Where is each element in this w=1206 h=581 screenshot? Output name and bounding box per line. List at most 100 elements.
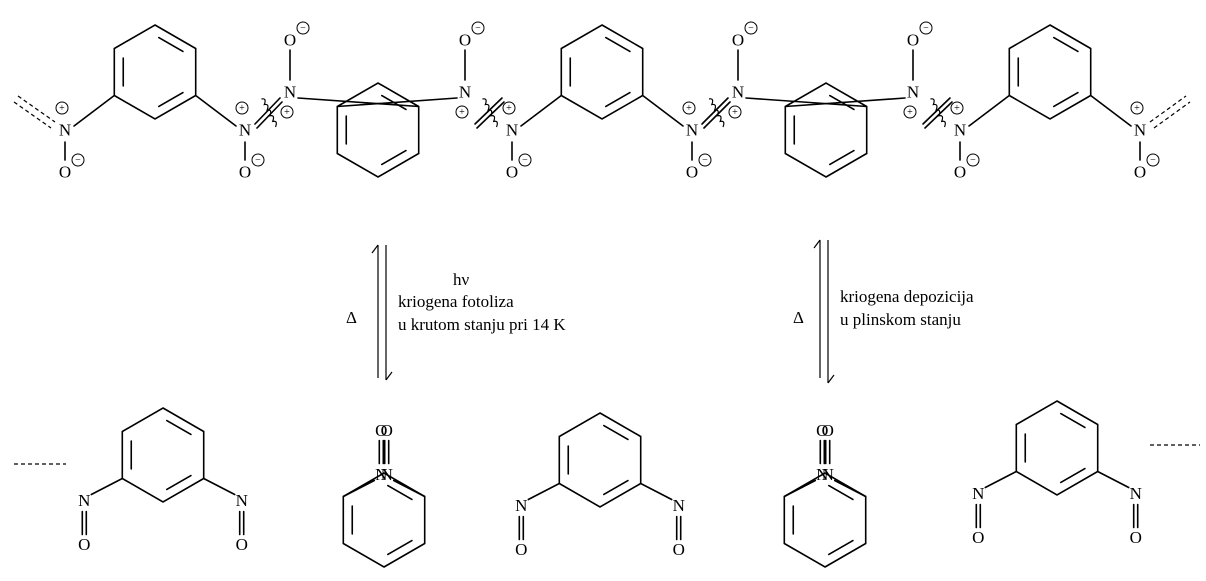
top-cut-mark-1 [261, 98, 277, 128]
bottom-benzene-ring-3-inner-bond-0 [603, 424, 629, 441]
bottom-nitroso-n-1-2-aryl-bond [202, 477, 236, 496]
top-cut-mark-2 [482, 98, 498, 128]
top-nitro-n-3-oxygen-charge: − [522, 155, 528, 166]
bottom-nitroso-n-4-2: N [816, 465, 828, 484]
top-nitro-n-1-charge-ring [55, 101, 69, 115]
top-benzene-ring-3-inner-bond-0 [605, 36, 631, 53]
bottom-benzene-ring-2 [342, 472, 426, 568]
top-benzene-ring-2-inner-bond-0 [381, 149, 407, 166]
bottom-nitroso-n-2-1-oxygen: O [381, 421, 393, 440]
bottom-nitroso-n-3-1-aryl-bond [527, 482, 561, 501]
top-benzene-ring-2 [336, 82, 420, 178]
top-nitro-n-6-charge: + [1134, 103, 1140, 114]
top-azo-n-2: N [459, 83, 471, 102]
top-nitro-n-6: N [1134, 121, 1146, 140]
bottom-nitroso-n-2-2-aryl-bond [342, 479, 376, 498]
top-azo-n-2-oxygen-charge-ring [471, 21, 485, 35]
top-nitro-n-1: N [59, 121, 71, 140]
bottom-nitroso-n-1-1-aryl-bond [90, 477, 124, 496]
top-benzene-ring-1-inner-bond-1 [158, 91, 184, 108]
top-nitro-n-1-oxygen-charge-ring [71, 153, 85, 167]
top-nitro-n-6-oxygen: O [1134, 163, 1146, 182]
top-azo-double-bond-a-2 [474, 97, 503, 125]
top-azo-n-2-oxygen: O [459, 31, 471, 50]
top-azo-double-bond-a-4 [922, 97, 951, 125]
left-forward-line-2: u krutom stanju pri 14 K [398, 315, 566, 334]
top-nitro-n-1-oxygen: O [59, 163, 71, 182]
top-azo-n-1-oxygen: O [284, 31, 296, 50]
top-nitro-n-5-charge: + [954, 103, 960, 114]
top-azo-n-3-oxygen-charge-ring [744, 21, 758, 35]
top-azo-n-3: N [732, 83, 744, 102]
top-cut-mark-3 [708, 98, 725, 128]
bottom-nitroso-n-4-1: N [822, 465, 834, 484]
bottom-benzene-ring-1-inner-bond-0 [166, 419, 192, 436]
top-azo-double-bond-b-2 [476, 101, 505, 129]
top-azo-n-2-oxygen-charge: − [475, 23, 481, 34]
top-chain-continuation-left-b [13, 101, 52, 129]
bottom-benzene-ring-5 [1015, 400, 1099, 496]
top-benzene-ring-4 [784, 82, 868, 178]
bottom-nitroso-n-4-1-oxygen: O [822, 421, 834, 440]
bottom-nitroso-n-5-2: N [1130, 484, 1142, 503]
top-azo-n-4-charge: + [907, 107, 913, 118]
bottom-nitroso-n-3-2: N [673, 496, 685, 515]
bottom-nitroso-n-1-2: N [236, 491, 248, 510]
top-azo-double-bond-a-3 [701, 97, 729, 125]
top-azo-n-1: N [284, 83, 296, 102]
top-azo-double-bond-b-3 [703, 101, 731, 129]
top-nitro-n-2-charge-ring [235, 101, 249, 115]
bottom-benzene-ring-4-inner-bond-1 [828, 484, 854, 501]
bottom-nitroso-n-2-1-aryl-bond [392, 479, 426, 498]
bottom-benzene-ring-3 [558, 412, 642, 508]
bottom-nitroso-n-2-1: N [381, 465, 393, 484]
top-benzene-ring-4-inner-bond-0 [829, 149, 855, 166]
bottom-nitroso-n-5-2-oxygen: O [1130, 528, 1142, 547]
top-nitro-n-4: N [686, 121, 698, 140]
top-nitro-n-5-oxygen: O [954, 163, 966, 182]
top-azo-n-4-aryl-bond [784, 97, 906, 108]
bottom-benzene-ring-4 [783, 472, 867, 568]
bottom-nitroso-n-3-2-aryl-bond [639, 482, 673, 501]
top-azo-double-bond-a-1 [254, 97, 281, 125]
top-nitro-n-5: N [954, 121, 966, 140]
left-forward-line-1: kriogena fotoliza [398, 292, 514, 311]
bond-layer [13, 24, 1200, 568]
top-nitro-n-4-aryl-bond [641, 94, 684, 127]
bottom-nitroso-n-4-1-aryl-bond [833, 479, 867, 498]
bottom-nitroso-n-1-1-oxygen: O [78, 535, 90, 554]
top-azo-n-2-charge: + [459, 107, 465, 118]
bottom-benzene-ring-5-inner-bond-0 [1060, 412, 1086, 429]
top-cut-mark-4 [930, 98, 946, 128]
top-nitro-n-3-charge-ring [502, 101, 516, 115]
top-azo-n-1-charge: + [284, 107, 290, 118]
bottom-benzene-ring-2-inner-bond-1 [387, 484, 413, 501]
top-nitro-n-2: N [239, 121, 251, 140]
top-benzene-ring-5-inner-bond-0 [1053, 36, 1079, 53]
equilibrium-arrow-left [371, 244, 393, 381]
top-nitro-n-2-oxygen: O [239, 163, 251, 182]
bottom-nitroso-n-3-1: N [515, 496, 527, 515]
top-nitro-n-5-oxygen-charge: − [970, 155, 976, 166]
top-nitro-n-1-charge: + [59, 103, 65, 114]
bottom-benzene-ring-4-inner-bond-0 [828, 539, 854, 556]
top-azo-n-4-oxygen-charge-ring [919, 21, 933, 35]
top-nitro-n-6-oxygen-charge: − [1150, 155, 1156, 166]
right-reverse-condition: Δ [793, 308, 804, 327]
bottom-nitroso-n-4-2-aryl-bond [783, 479, 817, 498]
top-nitro-n-6-charge-ring [1130, 101, 1144, 115]
top-azo-n-1-charge-ring [280, 105, 294, 119]
bottom-nitroso-n-2-2-oxygen: O [375, 421, 387, 440]
top-azo-n-1-oxygen-charge: − [300, 23, 306, 34]
top-azo-n-3-aryl-bond [745, 97, 868, 108]
bottom-benzene-ring-5-inner-bond-1 [1060, 467, 1086, 484]
bottom-nitroso-n-4-2-oxygen: O [816, 421, 828, 440]
top-nitro-n-4-oxygen-charge: − [702, 155, 708, 166]
top-nitro-n-2-aryl-bond [194, 94, 237, 127]
top-benzene-ring-3 [560, 24, 644, 120]
bottom-nitroso-n-1-2-oxygen: O [236, 535, 248, 554]
bottom-benzene-ring-1-inner-bond-1 [166, 474, 192, 491]
bottom-nitroso-n-1-1: N [78, 491, 90, 510]
bottom-nitroso-n-3-2-oxygen: O [673, 540, 685, 559]
